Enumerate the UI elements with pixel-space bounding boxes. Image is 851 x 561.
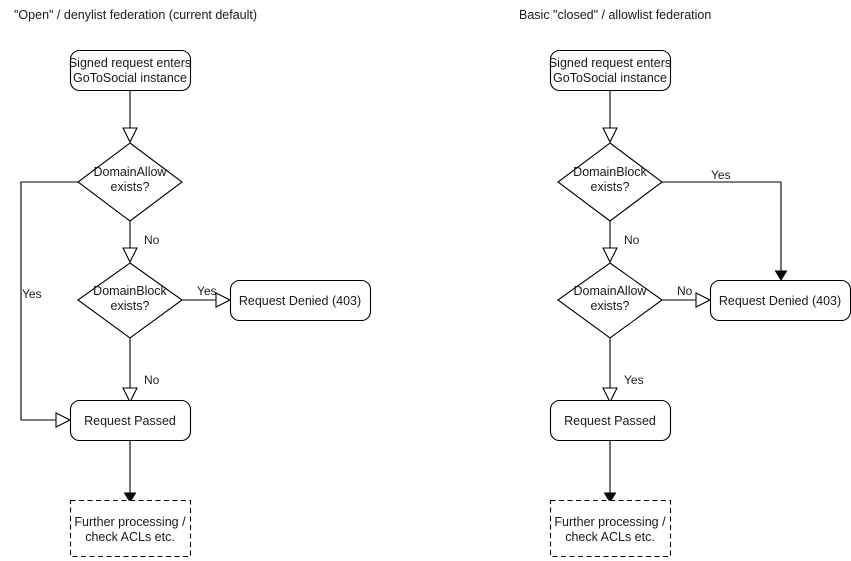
- arrowhead-open-icon: [215, 292, 232, 308]
- node-denied-left: Request Denied (403): [229, 279, 372, 322]
- further-left-shape: [69, 499, 192, 558]
- domainblock-left-line2: exists?: [111, 299, 150, 313]
- edge-label-domainblock-no-right: No: [624, 233, 640, 247]
- arrowhead-open-icon: [602, 387, 618, 404]
- node-passed-right: Request Passed: [549, 399, 672, 442]
- node-domainblock-right: DomainBlock exists?: [557, 142, 663, 222]
- edge-domainblock-yes-right: Yes: [662, 168, 788, 281]
- edge-domainallow-yes-right: Yes: [602, 338, 644, 404]
- edge-start-to-domainallow-left: [122, 91, 138, 144]
- arrowhead-open-icon: [55, 412, 72, 428]
- denied-left-shape: [229, 279, 372, 322]
- arrowhead-filled-icon: [603, 492, 617, 503]
- passed-left-shape: [69, 399, 192, 442]
- domainallow-left-line2: exists?: [111, 180, 150, 194]
- edge-passed-to-further-right: [603, 441, 617, 503]
- edge-label-domainallow-no-right: No: [677, 284, 693, 298]
- edge-domainblock-no-right: No: [602, 221, 640, 264]
- passed-right-label: Request Passed: [564, 414, 656, 428]
- start-right-line2: GoToSocial instance: [553, 71, 667, 85]
- edge-domainallow-no-left: No: [122, 221, 160, 264]
- domainallow-left-line1: DomainAllow: [94, 165, 168, 179]
- edge-domainblock-yes-left: Yes: [182, 284, 232, 308]
- node-further-left: Further processing / check ACLs etc.: [69, 499, 192, 558]
- start-left-line1: Signed request enters: [69, 56, 191, 70]
- arrowhead-open-icon: [602, 247, 618, 264]
- denied-left-label: Request Denied (403): [239, 294, 361, 308]
- node-domainallow-left: DomainAllow exists?: [77, 142, 183, 222]
- start-right-line1: Signed request enters: [549, 56, 671, 70]
- further-right-shape: [549, 499, 672, 558]
- arrowhead-open-icon: [122, 247, 138, 264]
- start-left-shape: [69, 49, 192, 92]
- edge-label-domainblock-yes-left: Yes: [197, 284, 217, 298]
- edge-start-to-domainblock-right: [602, 91, 618, 144]
- column-open-federation: "Open" / denylist federation (current de…: [14, 8, 372, 558]
- arrowhead-open-icon: [122, 387, 138, 404]
- passed-right-shape: [549, 399, 672, 442]
- domainblock-right-line1: DomainBlock: [573, 165, 647, 179]
- node-denied-right: Request Denied (403): [709, 279, 851, 322]
- domainblock-right-line2: exists?: [591, 180, 630, 194]
- further-left-line1: Further processing /: [74, 515, 186, 529]
- edge-passed-to-further-left: [123, 441, 137, 503]
- edge-domainblock-no-left: No: [122, 338, 160, 404]
- domainblock-left-line1: DomainBlock: [93, 284, 167, 298]
- node-start-right: Signed request enters GoToSocial instanc…: [549, 49, 672, 92]
- column-title-closed: Basic "closed" / allowlist federation: [519, 8, 711, 22]
- edge-domainallow-yes-left: Yes: [20, 181, 78, 428]
- arrowhead-filled-icon: [774, 270, 788, 281]
- arrowhead-open-icon: [695, 292, 712, 308]
- column-closed-federation: Basic "closed" / allowlist federation Si…: [519, 8, 851, 558]
- node-start-left: Signed request enters GoToSocial instanc…: [69, 49, 192, 92]
- edge-label-domainallow-no-left: No: [144, 233, 160, 247]
- node-domainallow-right: DomainAllow exists?: [557, 262, 663, 339]
- domainallow-right-line1: DomainAllow: [574, 284, 648, 298]
- domainallow-right-line2: exists?: [591, 299, 630, 313]
- further-right-line2: check ACLs etc.: [565, 530, 655, 544]
- start-right-shape: [549, 49, 672, 92]
- denied-right-label: Request Denied (403): [719, 294, 841, 308]
- node-domainblock-left: DomainBlock exists?: [77, 262, 183, 339]
- start-left-line2: GoToSocial instance: [73, 71, 187, 85]
- edge-label-domainblock-yes-right: Yes: [711, 168, 731, 182]
- node-passed-left: Request Passed: [69, 399, 192, 442]
- node-further-right: Further processing / check ACLs etc.: [549, 499, 672, 558]
- arrowhead-filled-icon: [123, 492, 137, 503]
- arrowhead-open-icon: [122, 127, 138, 144]
- column-title-open: "Open" / denylist federation (current de…: [14, 8, 257, 22]
- edge-domainallow-no-right: No: [662, 284, 712, 308]
- edge-label-domainallow-yes-left: Yes: [22, 287, 42, 301]
- edge-label-domainallow-yes-right: Yes: [624, 373, 644, 387]
- passed-left-label: Request Passed: [84, 414, 176, 428]
- arrowhead-open-icon: [602, 127, 618, 144]
- further-left-line2: check ACLs etc.: [85, 530, 175, 544]
- edge-label-domainblock-no-left: No: [144, 373, 160, 387]
- further-right-line1: Further processing /: [554, 515, 666, 529]
